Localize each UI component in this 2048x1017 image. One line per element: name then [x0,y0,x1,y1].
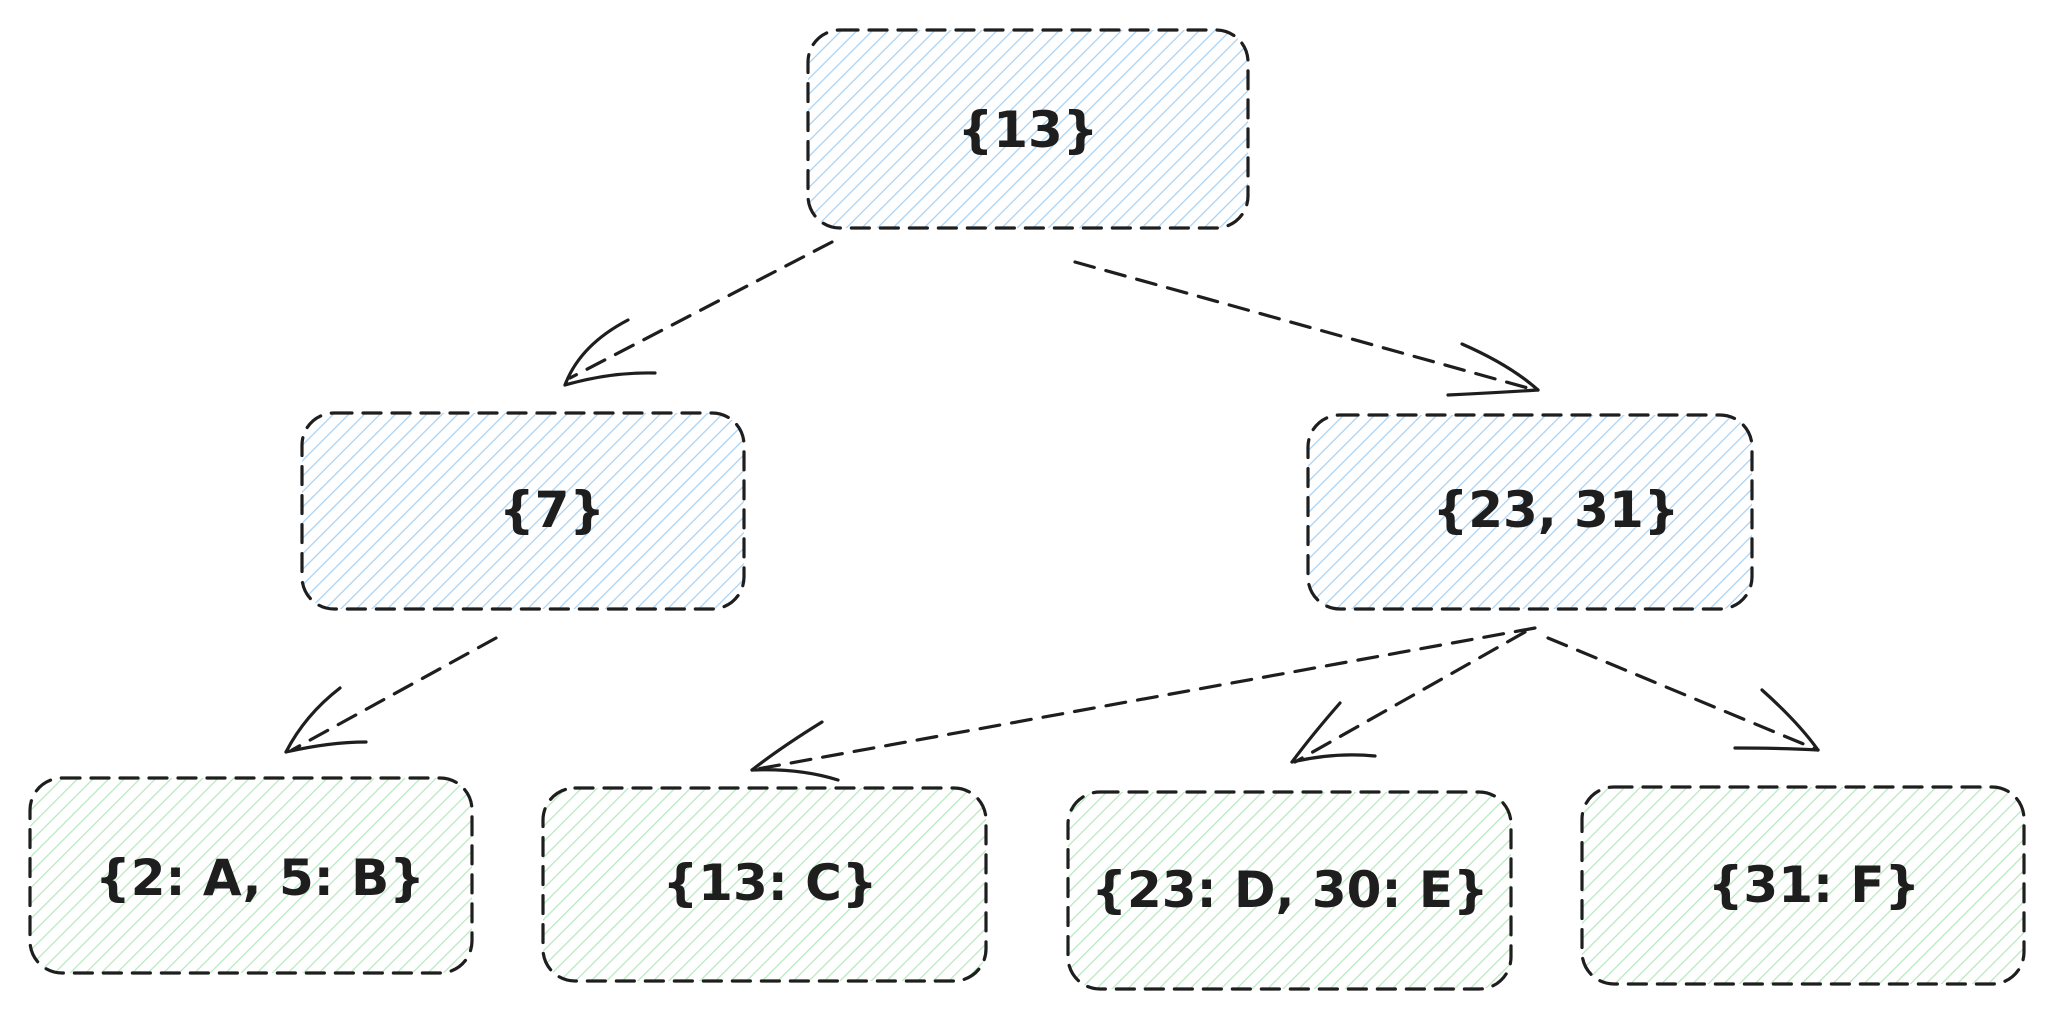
leaf-node-31F: {31: F} [1580,785,2026,986]
leaf-node-13C-label: {13: C} [663,854,878,912]
edges [284,240,1820,782]
internal-node-7: {7} [300,411,746,611]
leaf-node-23D-30E-label: {23: D, 30: E} [1091,861,1488,919]
edge-23-31-to-31F [1546,636,1820,752]
edge-7-to-2A5B [284,636,498,754]
leaf-node-23D-30E: {23: D, 30: E} [1066,790,1513,991]
root-node-label: {13} [958,101,1099,159]
internal-node-23-31-label: {23, 31} [1433,481,1680,539]
edge-23-31-to-13C [750,626,1537,782]
edge-root-to-23-31 [1073,260,1540,397]
leaf-node-2A-5B-label: {2: A, 5: B} [95,849,425,907]
edge-23-31-to-23D30E [1290,630,1527,764]
root-node: {13} [806,28,1250,230]
internal-node-7-label: {7} [499,481,605,539]
internal-node-23-31: {23, 31} [1306,413,1754,611]
leaf-node-2A-5B: {2: A, 5: B} [28,776,474,975]
leaf-node-31F-label: {31: F} [1708,856,1920,914]
leaf-node-13C: {13: C} [541,786,988,983]
edge-root-to-7 [563,240,834,387]
